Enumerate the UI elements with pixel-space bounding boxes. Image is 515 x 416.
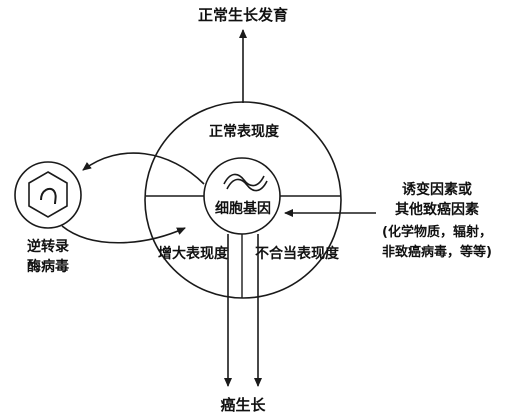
- label-factors-line2: 其他致癌因素: [395, 201, 479, 218]
- outer-circle: [144, 101, 342, 299]
- label-factors-line1: 诱变因素或: [402, 181, 472, 198]
- dna-icon: [223, 173, 265, 187]
- label-factors-line3: (化学物质，辐射，: [382, 224, 492, 240]
- label-retrovirus-line1: 逆转录: [27, 238, 69, 255]
- label-cell-gene: 细胞基因: [215, 200, 271, 217]
- retrovirus-outer-envelope: [14, 161, 82, 229]
- label-retrovirus-line2: 酶病毒: [27, 258, 69, 275]
- label-factors-line4: 非致癌病毒，等等): [382, 244, 492, 260]
- label-normal-growth: 正常生长发育: [198, 6, 288, 24]
- arrow-gene-to-retrovirus: [82, 152, 205, 185]
- arrow-retrovirus-to-increased: [61, 225, 186, 244]
- label-inappropriate-expression: 不合当表现度: [255, 245, 340, 262]
- label-cancer-growth: 癌生长: [220, 396, 266, 414]
- label-normal-expression: 正常表现度: [209, 123, 280, 140]
- retrovirus-capsid-icon: [28, 171, 68, 218]
- cell-gene-circle: [203, 157, 281, 235]
- retrovirus-rna-icon: [40, 187, 57, 205]
- dna-strand-icon: [226, 178, 268, 192]
- label-increased-expression: 增大表现度: [158, 245, 229, 262]
